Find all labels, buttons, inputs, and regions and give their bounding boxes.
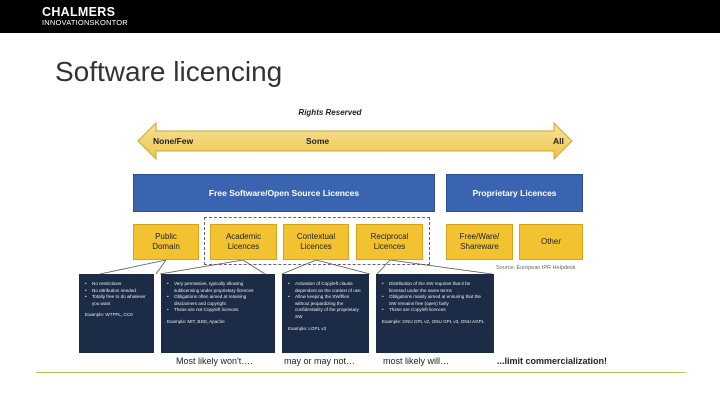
arrow-label-right: All bbox=[553, 136, 564, 146]
caption-wont: Most likely won't…. bbox=[176, 356, 253, 366]
detail-bullet: No attribution needed bbox=[85, 288, 148, 295]
detail-bullet: Distribution of the SW requires that it … bbox=[382, 281, 488, 294]
detail-bullet: Obligations mainly aimed at ensuring tha… bbox=[382, 294, 488, 307]
licence-box-contextual: Contextual Licences bbox=[283, 224, 349, 260]
logo-sub-text: INNOVATIONSKONTOR bbox=[42, 18, 128, 27]
detail-bullet: These are Copyleft licences bbox=[382, 307, 488, 314]
licence-box-reciprocal: Reciprocal Licences bbox=[356, 224, 423, 260]
licence-box-public-domain: Public Domain bbox=[133, 224, 199, 260]
licence-box-academic: Academic Licences bbox=[210, 224, 277, 260]
detail-box-academic: Very permissive, typically allowing subl… bbox=[161, 274, 275, 353]
detail-bullet: No restrictions bbox=[85, 281, 148, 288]
detail-example: Example: GNU GPL v2, GNU GPL v3, GNU AGP… bbox=[382, 318, 485, 324]
detail-bullet: Allow keeping the SW/files without jeopa… bbox=[288, 294, 363, 320]
rights-arrow-icon bbox=[137, 122, 573, 161]
licence-box-other: Other bbox=[519, 224, 583, 260]
caption-will: most likely will… bbox=[383, 356, 450, 366]
detail-bullet: Totally free to do whatever you want bbox=[85, 294, 148, 307]
footer-divider bbox=[36, 372, 686, 373]
source-note: Source: European IPR Helpdesk bbox=[496, 265, 576, 271]
licence-box-freeware: Free/Ware/ Shareware bbox=[446, 224, 513, 260]
arrow-label-left: None/Few bbox=[153, 136, 194, 146]
detail-example: Example: LGPL v3 bbox=[288, 325, 327, 331]
detail-bullet: These are not Copyleft licences bbox=[167, 307, 269, 314]
dashed-group-frame bbox=[204, 217, 430, 265]
detail-example: Example: WTFPL, CC0 bbox=[85, 312, 133, 318]
proprietary-licences-box: Proprietary Licences bbox=[446, 174, 583, 212]
arrow-label-middle: Some bbox=[306, 136, 330, 146]
foss-licences-box: Free Software/Open Source Licences bbox=[133, 174, 435, 212]
detail-example: Example: MIT, BSD, Apache bbox=[167, 318, 225, 324]
detail-box-public-domain: No restrictions No attribution needed To… bbox=[79, 274, 154, 353]
connector-lines bbox=[99, 260, 493, 275]
detail-bullet: Obligations often aimed at retaining dis… bbox=[167, 294, 269, 307]
detail-bullet: Very permissive, typically allowing subl… bbox=[167, 281, 269, 294]
slide-title: Software licencing bbox=[55, 56, 283, 87]
caption-limit: ...limit commercialization! bbox=[497, 356, 608, 366]
detail-box-reciprocal: Distribution of the SW requires that it … bbox=[376, 274, 494, 353]
logo-main-text: CHALMERS bbox=[42, 5, 116, 19]
licence-diagram: Rights Reserved None/Few Some All Free S… bbox=[60, 104, 600, 356]
caption-may: may or may not… bbox=[284, 356, 356, 366]
detail-box-contextual: Activation of Copyleft clause dependent … bbox=[282, 274, 369, 353]
chalmers-logo: CHALMERS INNOVATIONSKONTOR bbox=[42, 6, 128, 27]
rights-reserved-title: Rights Reserved bbox=[298, 108, 362, 117]
header-bar: CHALMERS INNOVATIONSKONTOR bbox=[0, 0, 720, 33]
detail-bullet: Activation of Copyleft clause dependent … bbox=[288, 281, 363, 294]
